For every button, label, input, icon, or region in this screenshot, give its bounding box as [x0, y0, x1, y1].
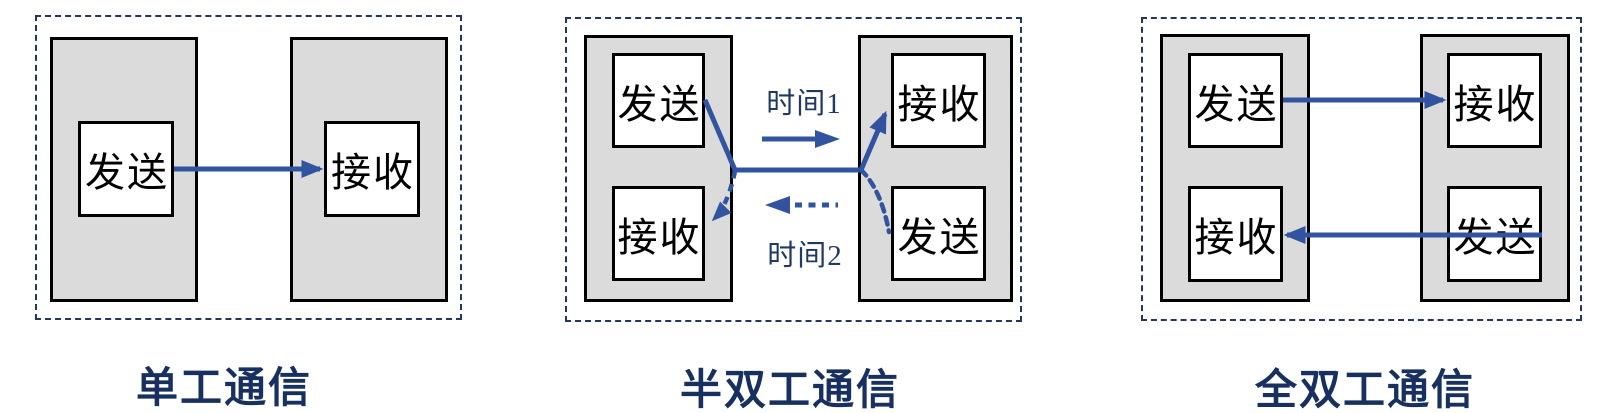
time2-label: 时间2 — [767, 240, 843, 272]
half-duplex-caption: 半双工通信 — [679, 366, 900, 413]
full-duplex-left-sender-label: 发送 — [1194, 81, 1279, 127]
full-duplex-right-sender-label: 发送 — [1453, 215, 1538, 260]
half-duplex-right-receiver-label: 接收 — [897, 81, 982, 127]
full-duplex-caption: 全双工通信 — [1254, 366, 1475, 413]
full-duplex-left-sender-box: 发送 — [1188, 53, 1283, 148]
half-duplex-left-receiver-label: 接收 — [617, 214, 702, 260]
simplex-panel-frame — [35, 15, 462, 320]
half-duplex-panel-frame — [565, 17, 1022, 322]
time1-label: 时间1 — [766, 88, 842, 120]
half-duplex-left-sender-box: 发送 — [612, 53, 705, 148]
half-duplex-right-sender-box: 发送 — [891, 186, 986, 281]
half-duplex-right-sender-label: 发送 — [897, 214, 982, 260]
half-duplex-left-sender-label: 发送 — [617, 81, 702, 127]
simplex-caption: 单工通信 — [135, 364, 312, 411]
simplex-sender-label: 发送 — [85, 150, 169, 195]
full-duplex-right-receiver-label: 接收 — [1453, 81, 1538, 127]
full-duplex-panel-frame — [1141, 17, 1582, 321]
full-duplex-left-receiver-box: 接收 — [1188, 186, 1283, 282]
simplex-sender-box: 发送 — [78, 121, 174, 217]
full-duplex-right-sender-box: 发送 — [1447, 186, 1542, 282]
simplex-receiver-label: 接收 — [331, 150, 415, 195]
half-duplex-left-receiver-box: 接收 — [612, 186, 705, 281]
simplex-receiver-box: 接收 — [324, 121, 420, 217]
full-duplex-right-receiver-box: 接收 — [1447, 53, 1542, 148]
half-duplex-right-receiver-box: 接收 — [891, 53, 986, 148]
full-duplex-left-receiver-label: 接收 — [1194, 215, 1279, 260]
